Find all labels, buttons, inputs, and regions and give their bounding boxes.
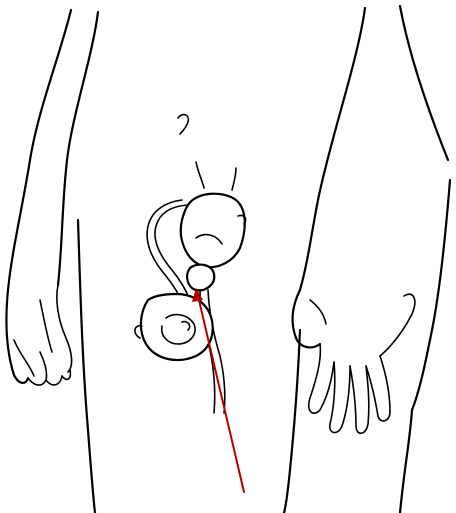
bladder bbox=[181, 162, 246, 267]
left-leg bbox=[78, 220, 95, 513]
navel-mark bbox=[178, 115, 188, 134]
right-hand bbox=[293, 290, 415, 433]
scrotum bbox=[135, 294, 213, 360]
right-torso bbox=[300, 6, 450, 410]
right-leg bbox=[284, 330, 412, 513]
caption-text bbox=[150, 497, 450, 513]
left-arm bbox=[6, 10, 98, 385]
